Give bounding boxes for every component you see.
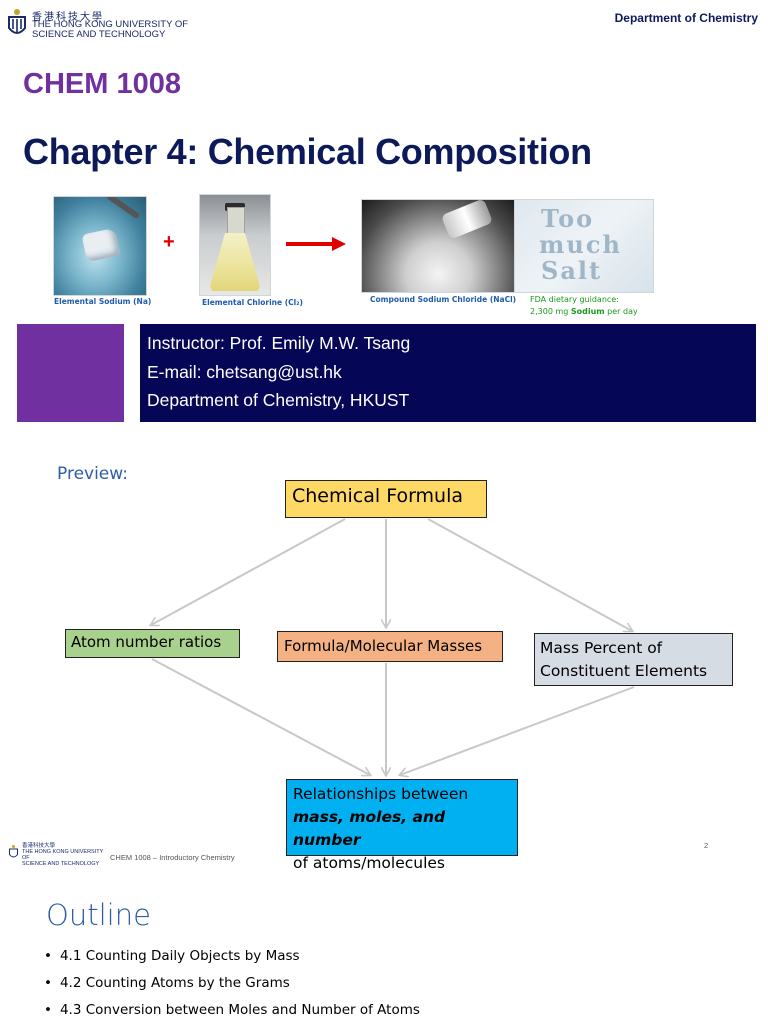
footer-logo-en2: SCIENCE AND TECHNOLOGY — [22, 861, 100, 867]
caption-nacl: Compound Sodium Chloride (NaCl) — [370, 295, 517, 304]
fda-amount: 2,300 mg — [530, 307, 571, 316]
arrow-formula-to-percent — [427, 518, 632, 631]
course-code: CHEM 1008 — [23, 68, 181, 100]
chemical-formula-box: Chemical Formula — [285, 480, 487, 518]
footer-logo: 香港科技大學 THE HONG KONG UNIVERSITY OF SCIEN… — [8, 843, 108, 867]
caption-sodium: Elemental Sodium (Na) — [54, 297, 152, 306]
too-much-salt-word2: much — [539, 230, 622, 259]
logo-english-text: THE HONG KONG UNIVERSITY OF SCIENCE AND … — [32, 20, 188, 40]
fda-per-day: per day — [604, 307, 638, 316]
hkust-logo: 香港科技大學 THE HONG KONG UNIVERSITY OF SCIEN… — [6, 6, 196, 42]
outline-item: 4.2 Counting Atoms by the Grams — [44, 972, 420, 999]
mass-percent-line1: Mass Percent of — [540, 639, 663, 657]
plus-sign: + — [163, 231, 175, 253]
fda-line1: FDA dietary guidance: — [530, 295, 619, 304]
footer-course: CHEM 1008 – Introductory Chemistry — [110, 853, 235, 862]
salt-shaker-photo — [361, 199, 516, 293]
flask-neck-graphic — [227, 207, 245, 237]
relationships-emphasis: mass, moles, and number — [293, 808, 446, 849]
footer-logo-en1: THE HONG KONG UNIVERSITY OF — [22, 849, 104, 861]
outline-title: Outline — [46, 898, 151, 932]
fda-sodium-bold: Sodium — [570, 307, 605, 316]
outline-item: 4.3 Conversion between Moles and Number … — [44, 999, 420, 1026]
sodium-chunk-graphic — [81, 227, 121, 263]
footer-logo-text: 香港科技大學 THE HONG KONG UNIVERSITY OF SCIEN… — [22, 843, 108, 867]
fda-line2: 2,300 mg Sodium per day — [530, 306, 638, 318]
department-header: Department of Chemistry — [614, 11, 758, 25]
footer-crest-icon — [9, 845, 18, 858]
footer-logo-cn: 香港科技大學 — [22, 843, 56, 849]
instructor-name: Instructor: Prof. Emily M.W. Tsang — [147, 333, 411, 353]
outline-list: 4.1 Counting Daily Objects by Mass 4.2 C… — [44, 945, 420, 1026]
chlorine-flask-photo — [199, 194, 271, 296]
arrow-percent-to-relationships — [400, 686, 635, 775]
relationships-line3: of atoms/molecules — [293, 854, 446, 872]
sodium-photo — [53, 196, 147, 296]
too-much-salt-word1: Too — [541, 204, 595, 233]
salt-shaker-graphic — [440, 200, 494, 240]
hkust-crest-icon — [8, 9, 26, 34]
chapter-title: Chapter 4: Chemical Composition — [23, 131, 592, 172]
reaction-arrow-icon — [286, 237, 346, 251]
mass-percent-box: Mass Percent of Constituent Elements — [534, 633, 733, 686]
instructor-info-block: Instructor: Prof. Emily M.W. Tsang E-mai… — [140, 324, 756, 422]
arrow-ratios-to-relationships — [151, 658, 370, 775]
purple-accent-block — [17, 324, 124, 422]
page-number: 2 — [704, 841, 709, 850]
too-much-salt-word3: Salt — [541, 256, 603, 285]
molecular-masses-box: Formula/Molecular Masses — [277, 631, 503, 662]
atom-ratios-box: Atom number ratios — [65, 629, 240, 658]
instructor-department: Department of Chemistry, HKUST — [147, 390, 410, 410]
too-much-salt-photo: Too much Salt — [514, 199, 654, 293]
fda-guidance: FDA dietary guidance: 2,300 mg Sodium pe… — [530, 294, 638, 318]
arrow-formula-to-ratios — [151, 518, 346, 625]
instructor-email: E-mail: chetsang@ust.hk — [147, 362, 342, 382]
relationships-line2: mass, moles, and number — [293, 806, 517, 852]
logo-english-line1: THE HONG KONG UNIVERSITY OF — [32, 19, 189, 30]
caption-chlorine: Elemental Chlorine (Cl₂) — [202, 298, 303, 307]
mass-percent-line2: Constituent Elements — [540, 662, 708, 680]
tongs-graphic — [105, 197, 141, 220]
logo-chinese-text: 香港科技大學 — [32, 12, 104, 23]
preview-label: Preview: — [57, 464, 128, 484]
flask-body-graphic — [210, 233, 260, 291]
relationships-line1: Relationships between — [293, 785, 469, 803]
outline-item: 4.1 Counting Daily Objects by Mass — [44, 945, 420, 972]
logo-english-line2: SCIENCE AND TECHNOLOGY — [32, 29, 166, 40]
relationships-box: Relationships between mass, moles, and n… — [286, 779, 518, 872]
